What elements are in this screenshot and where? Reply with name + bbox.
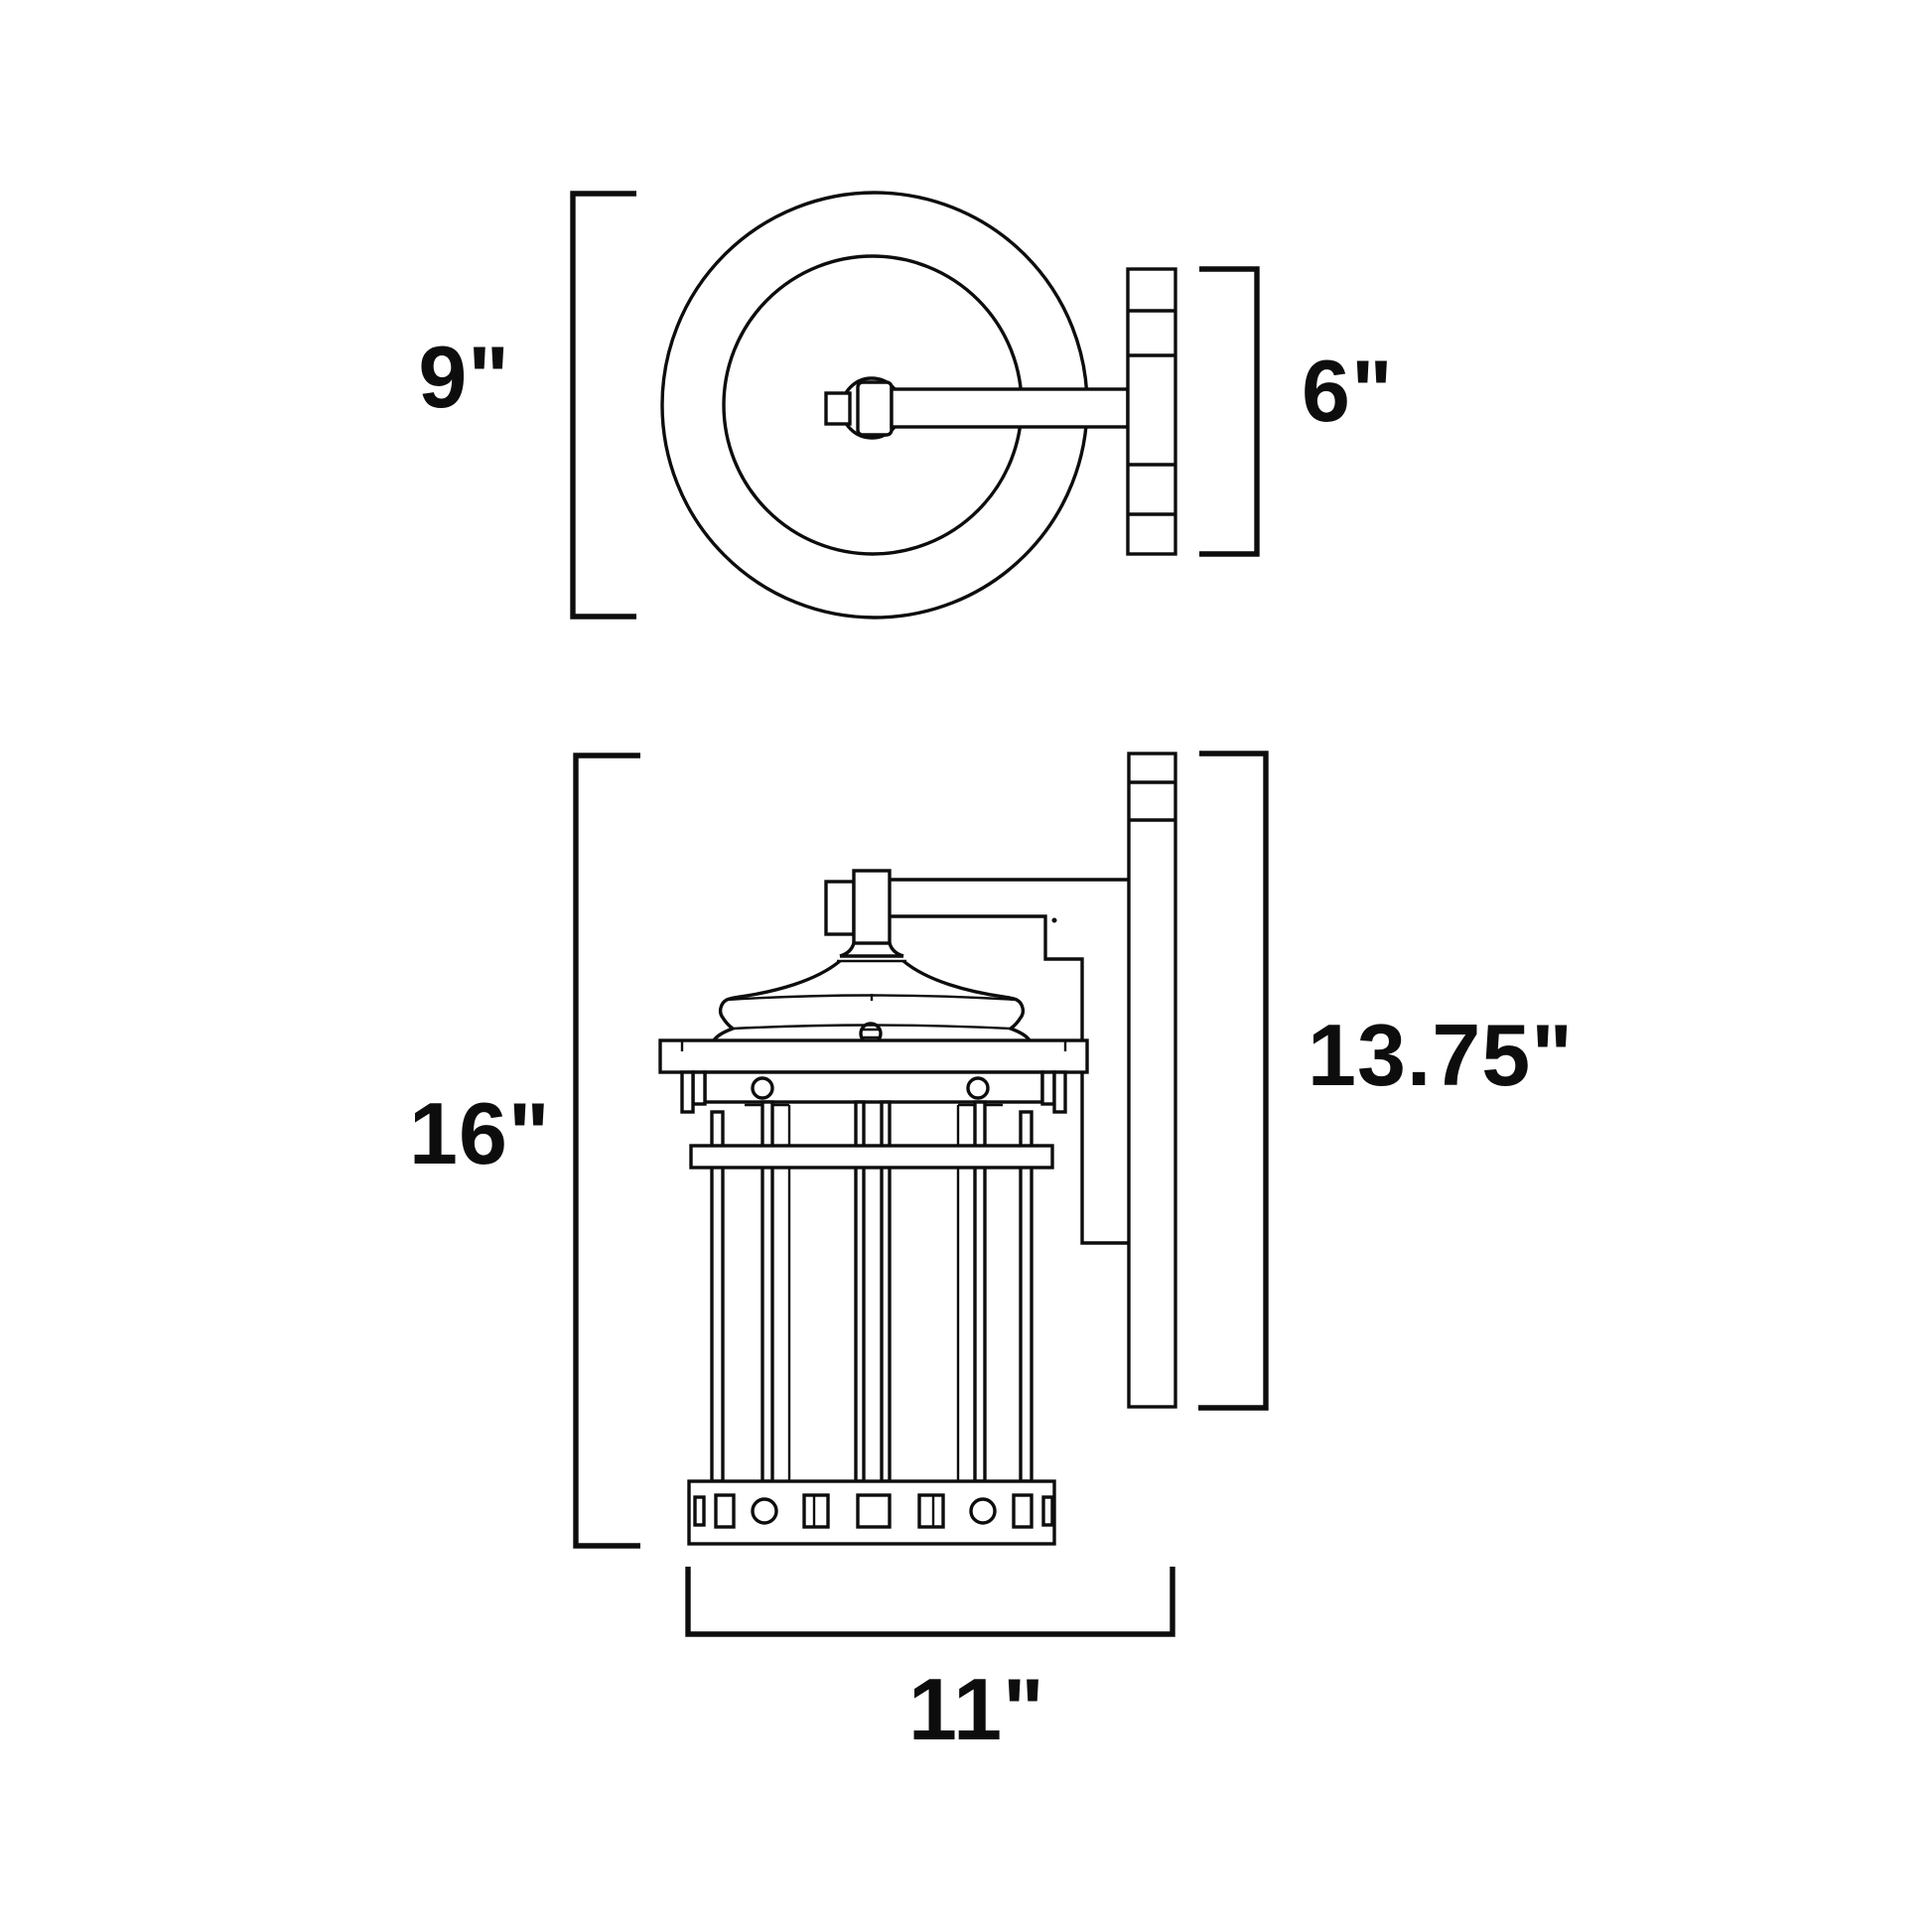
collar-tab	[1052, 1070, 1067, 1114]
dimension-bracket-13-75	[1198, 751, 1269, 1411]
collar-tab	[691, 1070, 707, 1106]
hub-key-block	[824, 391, 852, 426]
stem-flare-left	[839, 942, 856, 958]
finial-stem	[852, 869, 892, 945]
dimension-bracket-16	[573, 753, 640, 1549]
backplate-top-view	[1126, 267, 1177, 556]
dimension-bracket-9	[570, 191, 636, 620]
base-vent-hole	[969, 1497, 997, 1525]
side-view: 16"	[409, 751, 1574, 1758]
collar-screw-right	[966, 1076, 990, 1100]
base-vent-slot	[1041, 1495, 1054, 1527]
roof-lower-crease	[732, 1024, 1012, 1031]
collar-tab	[680, 1070, 695, 1114]
middle-band	[689, 1144, 1054, 1170]
finial-block	[824, 880, 856, 936]
top-view: 9" 6"	[418, 191, 1394, 620]
dimension-label-11: 11"	[908, 1660, 1045, 1758]
collar-tab	[1040, 1070, 1056, 1106]
rim-plate	[658, 1038, 1089, 1074]
base-vent-rect	[802, 1493, 830, 1529]
mounting-arm-top	[890, 387, 1130, 429]
arm-detail-dot	[1051, 917, 1057, 923]
dimension-label-13-75: 13.75"	[1308, 1006, 1574, 1104]
base-vent-slot	[693, 1495, 706, 1527]
hub-block	[856, 380, 894, 437]
backplate-side-view	[1127, 752, 1177, 1409]
roof-right-profile	[901, 959, 1032, 1041]
dimension-bracket-11	[685, 1567, 1175, 1637]
dimension-label-16: 16"	[409, 1084, 551, 1182]
collar-band	[703, 1070, 1044, 1104]
base-vent-hole	[751, 1497, 778, 1525]
base-vent-rect	[1012, 1493, 1034, 1529]
collar-screw-left	[751, 1076, 774, 1100]
base-vent-rect	[917, 1493, 945, 1529]
base-band	[687, 1479, 1056, 1546]
base-vent-rect	[714, 1493, 736, 1529]
base-vent-square	[856, 1493, 892, 1529]
stem-flare-right	[888, 942, 904, 958]
roof-left-profile	[712, 959, 842, 1041]
dimension-label-9: 9"	[418, 328, 510, 426]
arm-support-bracket	[890, 914, 1129, 1245]
dimension-bracket-6	[1199, 266, 1260, 557]
dimension-label-6: 6"	[1302, 342, 1394, 440]
